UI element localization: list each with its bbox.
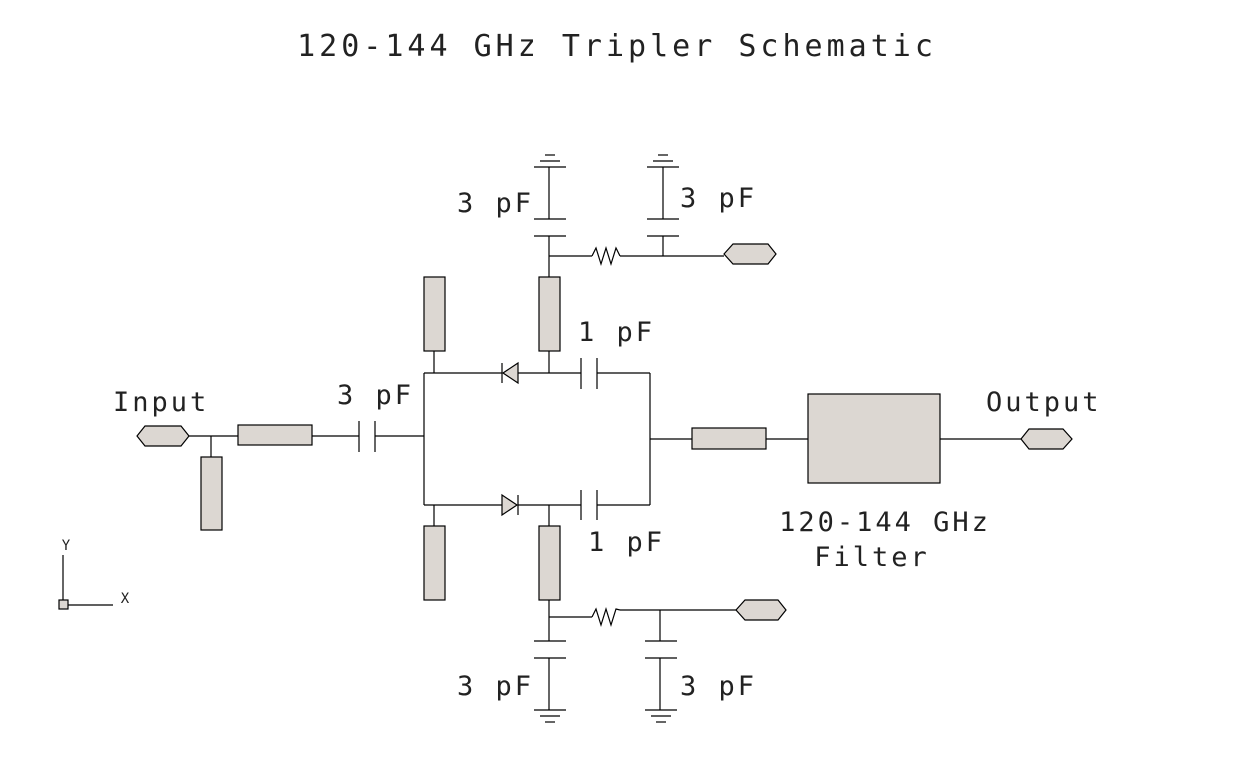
input-series-line[interactable]: [237, 424, 313, 446]
top-left-bias-cap-label: 3 pF: [457, 188, 534, 219]
top-left-bias-capacitor[interactable]: [534, 218, 566, 237]
bottom-right-bias-capacitor[interactable]: [645, 640, 677, 659]
bottom-left-bias-cap-label: 3 pF: [457, 671, 534, 702]
bottom-left-bias-capacitor[interactable]: [534, 640, 566, 659]
ground-icon: [645, 709, 677, 723]
input-label: Input: [113, 387, 209, 418]
top-diode[interactable]: [501, 361, 519, 385]
ucs-axis-icon: [58, 555, 113, 610]
filter-block[interactable]: [807, 393, 941, 484]
top-bias-resistor[interactable]: [591, 245, 621, 267]
top-left-stub[interactable]: [423, 276, 446, 352]
ucs-y-label: Y: [62, 538, 71, 554]
bottom-diode[interactable]: [501, 493, 519, 517]
top-right-bias-cap-label: 3 pF: [680, 183, 757, 214]
bottom-right-bias-cap-label: 3 pF: [680, 671, 757, 702]
ucs-x-label: X: [121, 591, 130, 607]
bottom-diode-cap-label: 1 pF: [588, 527, 665, 558]
output-line[interactable]: [691, 427, 767, 450]
output-label: Output: [986, 387, 1102, 418]
ground-icon: [534, 709, 566, 723]
bottom-bias-resistor[interactable]: [591, 606, 621, 628]
ground-icon: [534, 154, 566, 168]
bottom-diode-capacitor[interactable]: [580, 490, 598, 520]
top-right-bias-capacitor[interactable]: [647, 218, 679, 237]
bottom-left-stub[interactable]: [423, 525, 446, 601]
bottom-bias-line[interactable]: [538, 525, 561, 601]
top-diode-capacitor[interactable]: [580, 358, 598, 389]
output-port[interactable]: [1020, 428, 1073, 450]
top-bias-port[interactable]: [723, 243, 777, 265]
top-bias-line[interactable]: [538, 276, 561, 352]
filter-label-line1: 120-144 GHz: [779, 507, 991, 538]
schematic-title: 120-144 GHz Tripler Schematic: [297, 29, 937, 64]
input-capacitor[interactable]: [358, 421, 376, 452]
input-cap-label: 3 pF: [337, 380, 414, 411]
bottom-bias-port[interactable]: [735, 599, 787, 621]
filter-label-line2: Filter: [814, 542, 930, 573]
top-diode-cap-label: 1 pF: [578, 317, 655, 348]
input-shunt-stub[interactable]: [200, 456, 223, 531]
ground-icon: [647, 154, 679, 168]
input-port[interactable]: [136, 425, 190, 447]
